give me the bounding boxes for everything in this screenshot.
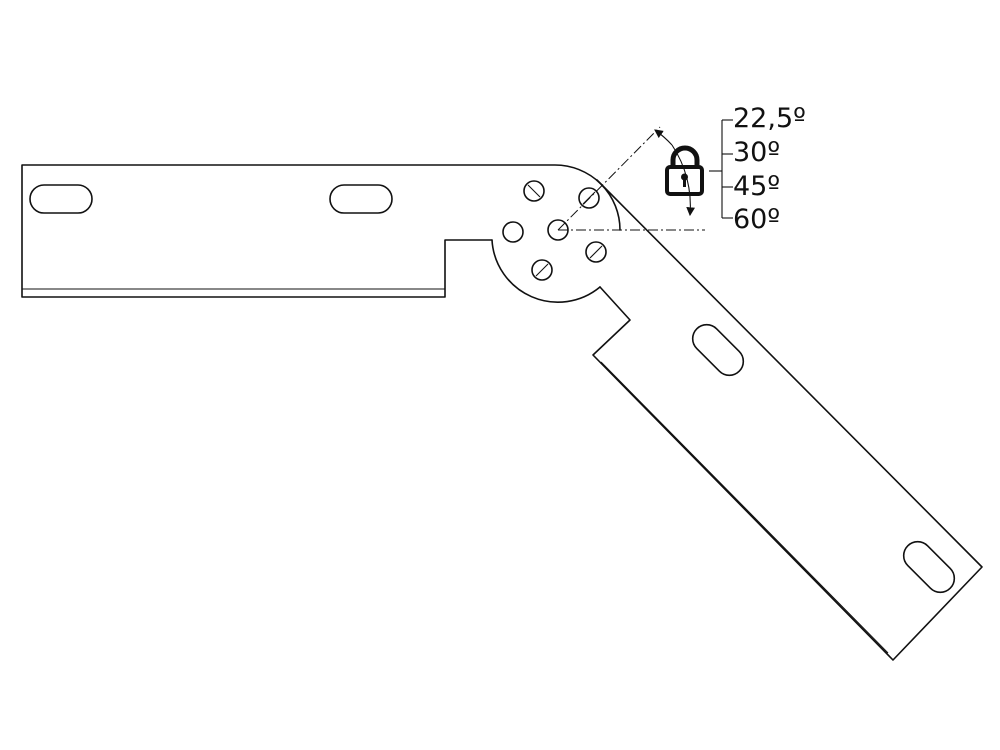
left-bracket-arm (21, 164, 621, 298)
pivot-disc (491, 180, 607, 303)
disc-screw-hole-top-left (523, 180, 545, 202)
disc-screw-hole-right (585, 241, 607, 263)
angle-option-60: 60º (733, 204, 781, 235)
angled-reference-line (557, 126, 661, 231)
angle-options-bracket (709, 119, 733, 219)
left-slot-hole-2 (329, 184, 393, 214)
disc-screw-hole-top-right (578, 187, 600, 209)
angle-option-30: 30º (733, 137, 781, 168)
disc-hole-left (502, 221, 524, 243)
angle-option-45: 45º (733, 171, 781, 202)
right-bracket-arm (592, 179, 983, 661)
left-slot-hole-1 (29, 184, 93, 214)
padlock-icon (665, 145, 704, 196)
right-slot-hole-1 (691, 323, 745, 377)
angle-arrow-upper (654, 129, 673, 146)
right-slot-hole-2 (902, 540, 956, 594)
disc-screw-hole-bottom (531, 259, 553, 281)
angle-option-22-5: 22,5º (733, 103, 806, 134)
